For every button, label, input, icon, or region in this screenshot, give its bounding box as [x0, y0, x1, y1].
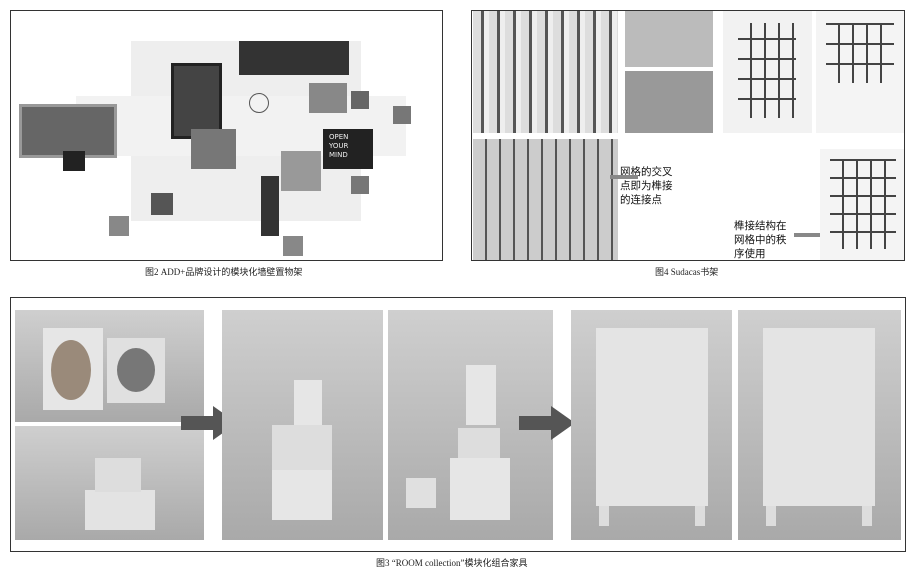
arrow-right-icon [519, 416, 551, 430]
joint-photo-2 [625, 71, 713, 133]
room-cabinet-photo-2 [738, 310, 901, 540]
figure-3-frame [10, 297, 906, 552]
annotation-2: 榫接结构在 网格中的秩 序使用 [734, 220, 787, 260]
figure-4-caption: 图4 Sudacas书架 [655, 267, 719, 277]
arrow-right-icon [610, 175, 638, 179]
room-module-photo-1 [15, 310, 204, 422]
shelf-photo-1 [723, 11, 812, 133]
shelf-photo-3 [820, 149, 904, 260]
grid-photo [473, 139, 618, 260]
annotation-1: 网格的交叉 点即为榫接 的连接点 [620, 166, 673, 206]
wall-shelf-image: OPEN YOUR MIND [11, 11, 442, 260]
figure-3-caption: 图3 “ROOM collection”模块化组合家具 [376, 558, 528, 568]
joint-photo-1 [625, 11, 713, 67]
arrow-right-icon [181, 416, 213, 430]
arrow-left-icon [794, 233, 820, 237]
chalkboard-text: OPEN YOUR MIND [329, 133, 349, 159]
room-cabinet-photo-1 [571, 310, 732, 540]
figure-4-frame: 网格的交叉 点即为榫接 的连接点 榫接结构在 网格中的秩 序使用 [471, 10, 905, 261]
figure-2-caption: 图2 ADD+品牌设计的模块化墙壁置物架 [145, 267, 303, 277]
clock-icon [249, 93, 269, 113]
batten-photo [473, 11, 618, 133]
shelf-photo-2 [816, 11, 904, 133]
figure-2-frame: OPEN YOUR MIND [10, 10, 443, 261]
room-module-photo-2 [15, 426, 204, 540]
room-stack-photo-1 [222, 310, 383, 540]
